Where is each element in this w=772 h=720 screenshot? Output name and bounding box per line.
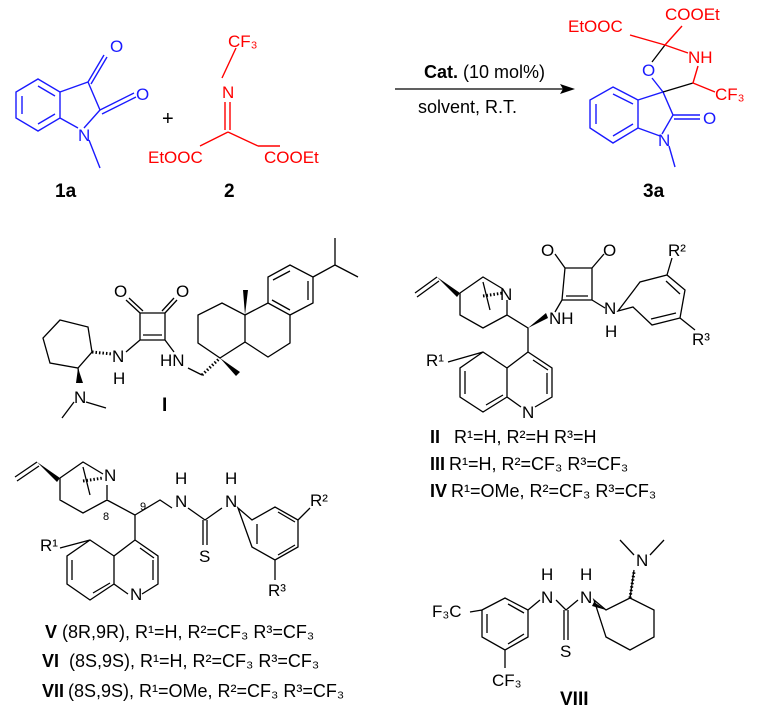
atom-h: H — [225, 469, 237, 488]
reaction-arrow — [395, 84, 575, 94]
caption-VI: VI (8S,9S), R¹=H, R²=CF₃ R³=CF₃ — [42, 651, 319, 671]
caption-list-V-VII: V(8R,9R), R¹=H, R²=CF₃ R³=CF₃ VI (8S,9S)… — [42, 622, 344, 701]
plus-sign: + — [162, 108, 174, 130]
substituent-r3: R³ — [692, 330, 710, 349]
atom-n-quinuclidine: N — [104, 466, 116, 485]
substituent-r1: R¹ — [426, 351, 444, 370]
atom-o: O — [603, 241, 616, 260]
atom-n: N — [225, 492, 237, 511]
atom-n-quinoline: N — [522, 403, 534, 422]
stereocenter-8: 8 — [103, 511, 109, 523]
atom-h: H — [605, 322, 617, 341]
catalyst-VIII: F₃C CF₃ H N H N S N — [432, 539, 665, 690]
atom-o: O — [136, 85, 149, 104]
atom-n: N — [604, 299, 616, 318]
atom-h: H — [541, 565, 553, 584]
atom-o: O — [541, 241, 554, 260]
atom-o-carbonyl: O — [703, 109, 716, 128]
atom-nh: NH — [688, 48, 713, 67]
atom-n: N — [541, 588, 553, 607]
atom-h: H — [580, 565, 592, 584]
stereocenter-9: 9 — [140, 501, 146, 513]
compound-2: CF₃ N EtOOC COOEt — [148, 32, 319, 167]
catalyst-abbrev: Cat. — [424, 62, 458, 82]
atom-n-dimethyl: N — [74, 388, 86, 407]
atom-cf3: CF₃ — [492, 671, 522, 690]
catalyst-label: Cat.(10 mol%) — [424, 62, 545, 82]
atom-n-quinuclidine: N — [500, 285, 512, 304]
atom-n: N — [175, 492, 187, 511]
ester-left: EtOOC — [148, 148, 203, 167]
caption-VII: VII(8S,9S), R¹=OMe, R²=CF₃ R³=CF₃ — [42, 681, 344, 701]
compound-label-2: 2 — [224, 181, 235, 202]
solvent-conditions: solvent, R.T. — [418, 97, 517, 117]
ester-right: COOEt — [264, 148, 319, 167]
substituent-r2: R² — [310, 491, 328, 510]
atom-s: S — [560, 642, 571, 661]
atom-o: O — [114, 282, 127, 301]
compound-label-1a: 1a — [55, 181, 77, 202]
compound-1a: O O N — [15, 37, 149, 169]
caption-V: V(8R,9R), R¹=H, R²=CF₃ R³=CF₃ — [45, 622, 314, 642]
atom-o-ring: O — [642, 61, 655, 80]
atom-n-quinoline: N — [130, 585, 142, 604]
product-3a: EtOOC COOEt NH CF₃ O O N — [568, 5, 745, 168]
atom-o: O — [110, 37, 123, 56]
atom-n: N — [222, 83, 234, 102]
atom-n: N — [112, 347, 124, 366]
catalyst-label-I: I — [162, 395, 167, 416]
substituent-r3: R³ — [268, 581, 286, 600]
atom-s: S — [199, 547, 210, 566]
atom-n: N — [658, 131, 670, 150]
atom-h: H — [175, 469, 187, 488]
atom-f3c: F₃C — [432, 602, 462, 621]
compound-label-3a: 3a — [643, 181, 665, 202]
atom-h: H — [113, 369, 125, 388]
atom-n: N — [78, 126, 90, 145]
atom-hn: HN — [160, 351, 185, 370]
atom-o: O — [176, 282, 189, 301]
catalyst-V-VII: N 8 9 H N H N S N R¹ R² R³ — [14, 461, 328, 604]
catalyst-label-VIII: VIII — [560, 689, 589, 710]
atom-nh: NH — [549, 309, 574, 328]
atom-cf3: CF₃ — [228, 32, 258, 51]
catalyst-I: O O N H HN N — [42, 238, 359, 419]
atom-cf3: CF₃ — [715, 85, 745, 104]
catalyst-II-IV: N NH O O N H N R¹ R² R³ — [414, 241, 710, 422]
substituent-r1: R¹ — [40, 536, 58, 555]
atom-n-dimethyl: N — [636, 551, 648, 570]
atom-n: N — [580, 588, 592, 607]
substituent-r2: R² — [668, 241, 686, 260]
ester-left: EtOOC — [568, 17, 623, 36]
catalyst-loading: (10 mol%) — [463, 62, 545, 82]
ester-right: COOEt — [665, 5, 720, 24]
